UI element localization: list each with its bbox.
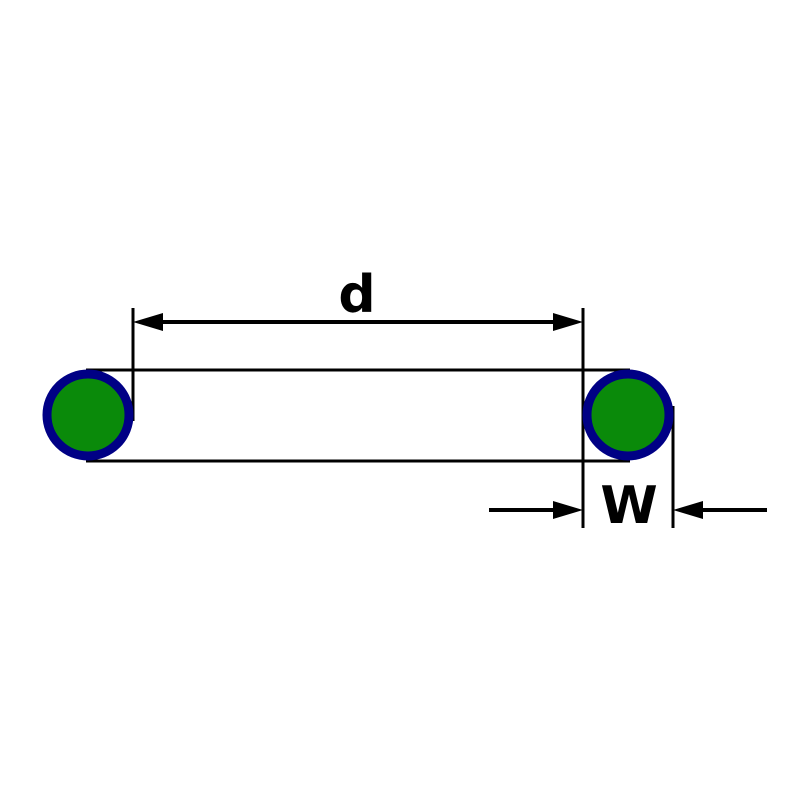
- inner-diameter-label: d: [338, 265, 375, 325]
- w-left-arrowhead-icon: [553, 501, 583, 519]
- d-left-arrowhead-icon: [133, 313, 163, 331]
- d-right-arrowhead-icon: [553, 313, 583, 331]
- left-cross-section-circle: [42, 369, 134, 461]
- right-cross-section-circle: [582, 369, 674, 461]
- w-right-arrowhead-icon: [673, 501, 703, 519]
- cross-section-width-label: W: [600, 476, 657, 536]
